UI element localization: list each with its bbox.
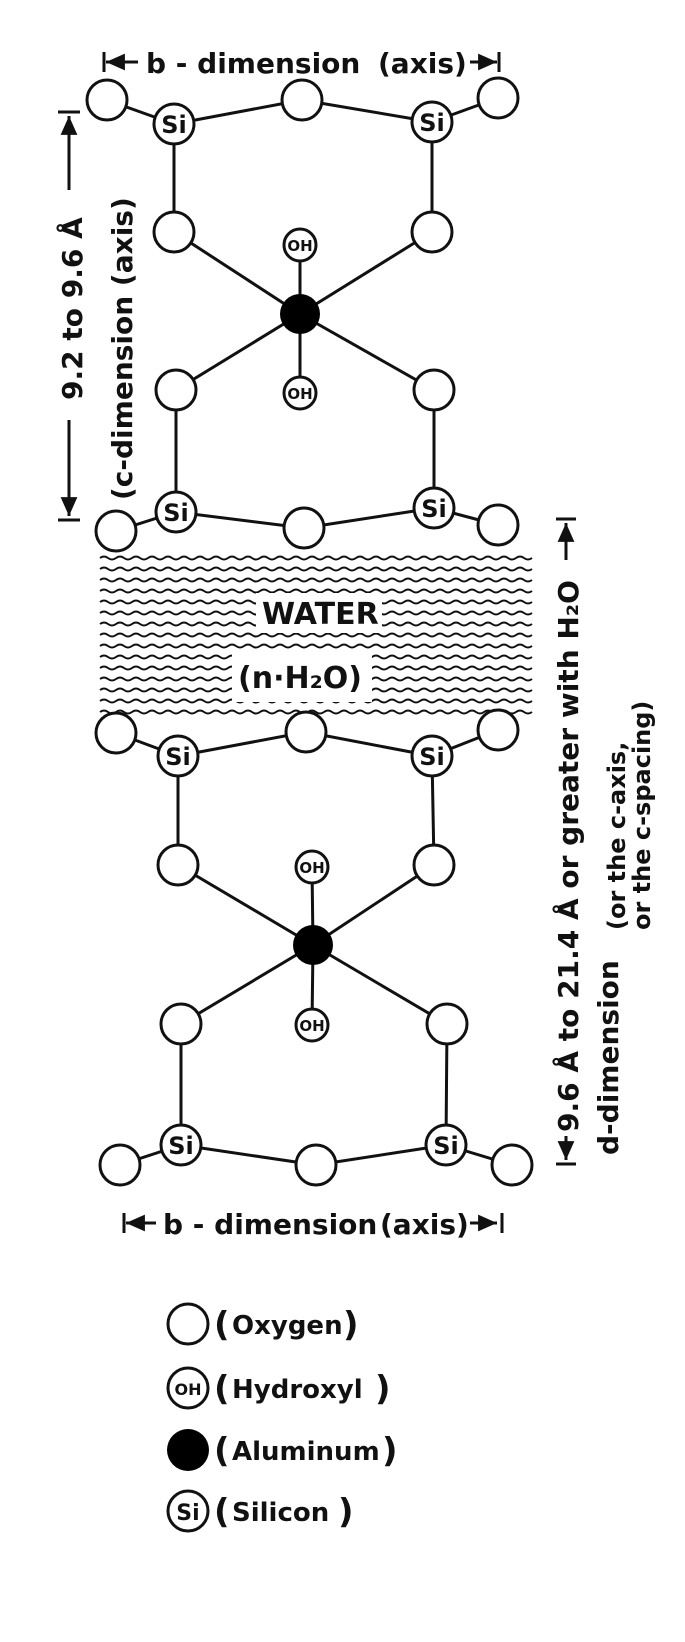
svg-text:Si: Si [433, 1132, 459, 1160]
hydroxyl-group: OH [294, 1007, 330, 1043]
svg-text:Si: Si [176, 1501, 199, 1526]
legend-item-aluminum: ( Aluminum ) [167, 1429, 398, 1471]
oxygen-atom [425, 1002, 469, 1046]
legend-label-silicon: Silicon [232, 1498, 329, 1528]
svg-text:(: ( [214, 1369, 230, 1409]
svg-text:Si: Si [419, 743, 445, 771]
aluminum-atom [280, 294, 320, 334]
water-wave-line [99, 632, 533, 638]
water-wave-line [99, 555, 533, 561]
d-paren-line1: (or the c-axis, [603, 742, 631, 930]
oxygen-atom [94, 509, 138, 553]
silicon-atom: Si [424, 1123, 468, 1167]
hydroxyl-group: OH [282, 375, 318, 411]
top-b-dimension: b - dimension (axis) [102, 47, 501, 80]
top-b-dimension-label: b - dimension [146, 47, 360, 80]
d-paren-line2: or the c-spacing) [628, 701, 656, 930]
svg-text:Si: Si [421, 495, 447, 523]
bottom-b-axis-label: (axis) [380, 1208, 469, 1241]
legend-item-silicon: Si ( Silicon ) [166, 1489, 354, 1533]
silicon-symbol [166, 1489, 210, 1533]
bottom-b-dimension: b - dimension (axis) [122, 1208, 504, 1241]
svg-text:Si: Si [163, 499, 189, 527]
oxygen-atom [476, 503, 520, 547]
svg-text:OH: OH [299, 859, 324, 877]
silicon-atom: Si [152, 102, 196, 146]
water-wave-line [99, 588, 533, 594]
water-wave-line [99, 577, 533, 583]
silicon-atom: Si [156, 734, 200, 778]
svg-text:): ) [343, 1305, 359, 1345]
water-label: WATER [262, 597, 379, 632]
water-layer: WATER (n·H₂O) [99, 555, 533, 715]
oxygen-atom [282, 506, 326, 550]
svg-text:): ) [375, 1369, 391, 1409]
oxygen-atom [294, 1143, 338, 1187]
oxygen-atom [156, 843, 200, 887]
svg-text:Si: Si [168, 1132, 194, 1160]
water-wave-line [99, 643, 533, 649]
svg-text:): ) [382, 1431, 398, 1471]
svg-text:(: ( [214, 1492, 230, 1532]
legend-item-hydroxyl: OH ( Hydroxyl ) [166, 1366, 391, 1410]
oxygen-atom [284, 710, 328, 754]
c-value-label: 9.2 to 9.6 Å [55, 217, 89, 400]
oxygen-atom [98, 1143, 142, 1187]
water-label-bg [256, 593, 382, 633]
svg-text:OH: OH [287, 237, 312, 255]
svg-text:Si: Si [419, 109, 445, 137]
hydroxyl-group: OH [294, 849, 330, 885]
d-dimension-label: d-dimension [592, 960, 625, 1155]
silicon-atom: Si [410, 734, 454, 778]
d-dimension-annotation: 9.6 Å to 21.4 Å or greater with H₂O d-di… [551, 517, 656, 1166]
svg-text:OH: OH [299, 1017, 324, 1035]
water-wave-line [99, 566, 533, 572]
top-b-axis-label: (axis) [378, 47, 467, 80]
hydroxyl-symbol [166, 1366, 210, 1410]
oxygen-atom [490, 1143, 534, 1187]
svg-text:(: ( [214, 1431, 230, 1471]
oxygen-atom [476, 76, 520, 120]
legend-item-oxygen: ( Oxygen ) [166, 1302, 359, 1346]
oxygen-atom [94, 711, 138, 755]
water-formula-bg [232, 652, 372, 702]
oxygen-symbol [166, 1302, 210, 1346]
oxygen-atom [412, 843, 456, 887]
svg-text:): ) [338, 1492, 354, 1532]
legend-label-hydroxyl: Hydroxyl [232, 1375, 363, 1405]
hydroxyl-group: OH [282, 227, 318, 263]
aluminum-atom [293, 925, 333, 965]
oxygen-atom [410, 210, 454, 254]
oxygen-atom [152, 210, 196, 254]
oxygen-atom [412, 368, 456, 412]
svg-text:Si: Si [165, 743, 191, 771]
bottom-b-dimension-label: b - dimension [163, 1208, 377, 1241]
upper-unit: Si Si Si Si OH OH [85, 76, 520, 553]
silicon-atom: Si [412, 486, 456, 530]
svg-text:OH: OH [287, 385, 312, 403]
aluminum-symbol [167, 1429, 209, 1471]
oxygen-atom [85, 78, 129, 122]
water-formula: (n·H₂O) [238, 661, 362, 696]
svg-text:(: ( [214, 1305, 230, 1345]
silicon-atom: Si [410, 100, 454, 144]
legend: ( Oxygen ) OH ( Hydroxyl ) ( Aluminum ) … [166, 1302, 398, 1533]
d-value-label: 9.6 Å to 21.4 Å or greater with H₂O [551, 580, 585, 1132]
c-dimension-annotation: 9.2 to 9.6 Å (c-dimension (axis) [55, 110, 139, 522]
silicon-atom: Si [154, 490, 198, 534]
water-wave-line [99, 709, 533, 715]
c-dimension-label: (c-dimension (axis) [106, 197, 139, 500]
lower-unit: Si Si Si Si OH OH [94, 708, 534, 1187]
silicon-atom: Si [159, 1123, 203, 1167]
svg-text:Si: Si [161, 111, 187, 139]
oxygen-atom [280, 78, 324, 122]
oxygen-atom [476, 708, 520, 752]
oxygen-atom [154, 368, 198, 412]
oxygen-atom [159, 1002, 203, 1046]
svg-text:OH: OH [175, 1380, 202, 1399]
legend-label-aluminum: Aluminum [232, 1437, 380, 1467]
legend-label-oxygen: Oxygen [232, 1311, 343, 1341]
